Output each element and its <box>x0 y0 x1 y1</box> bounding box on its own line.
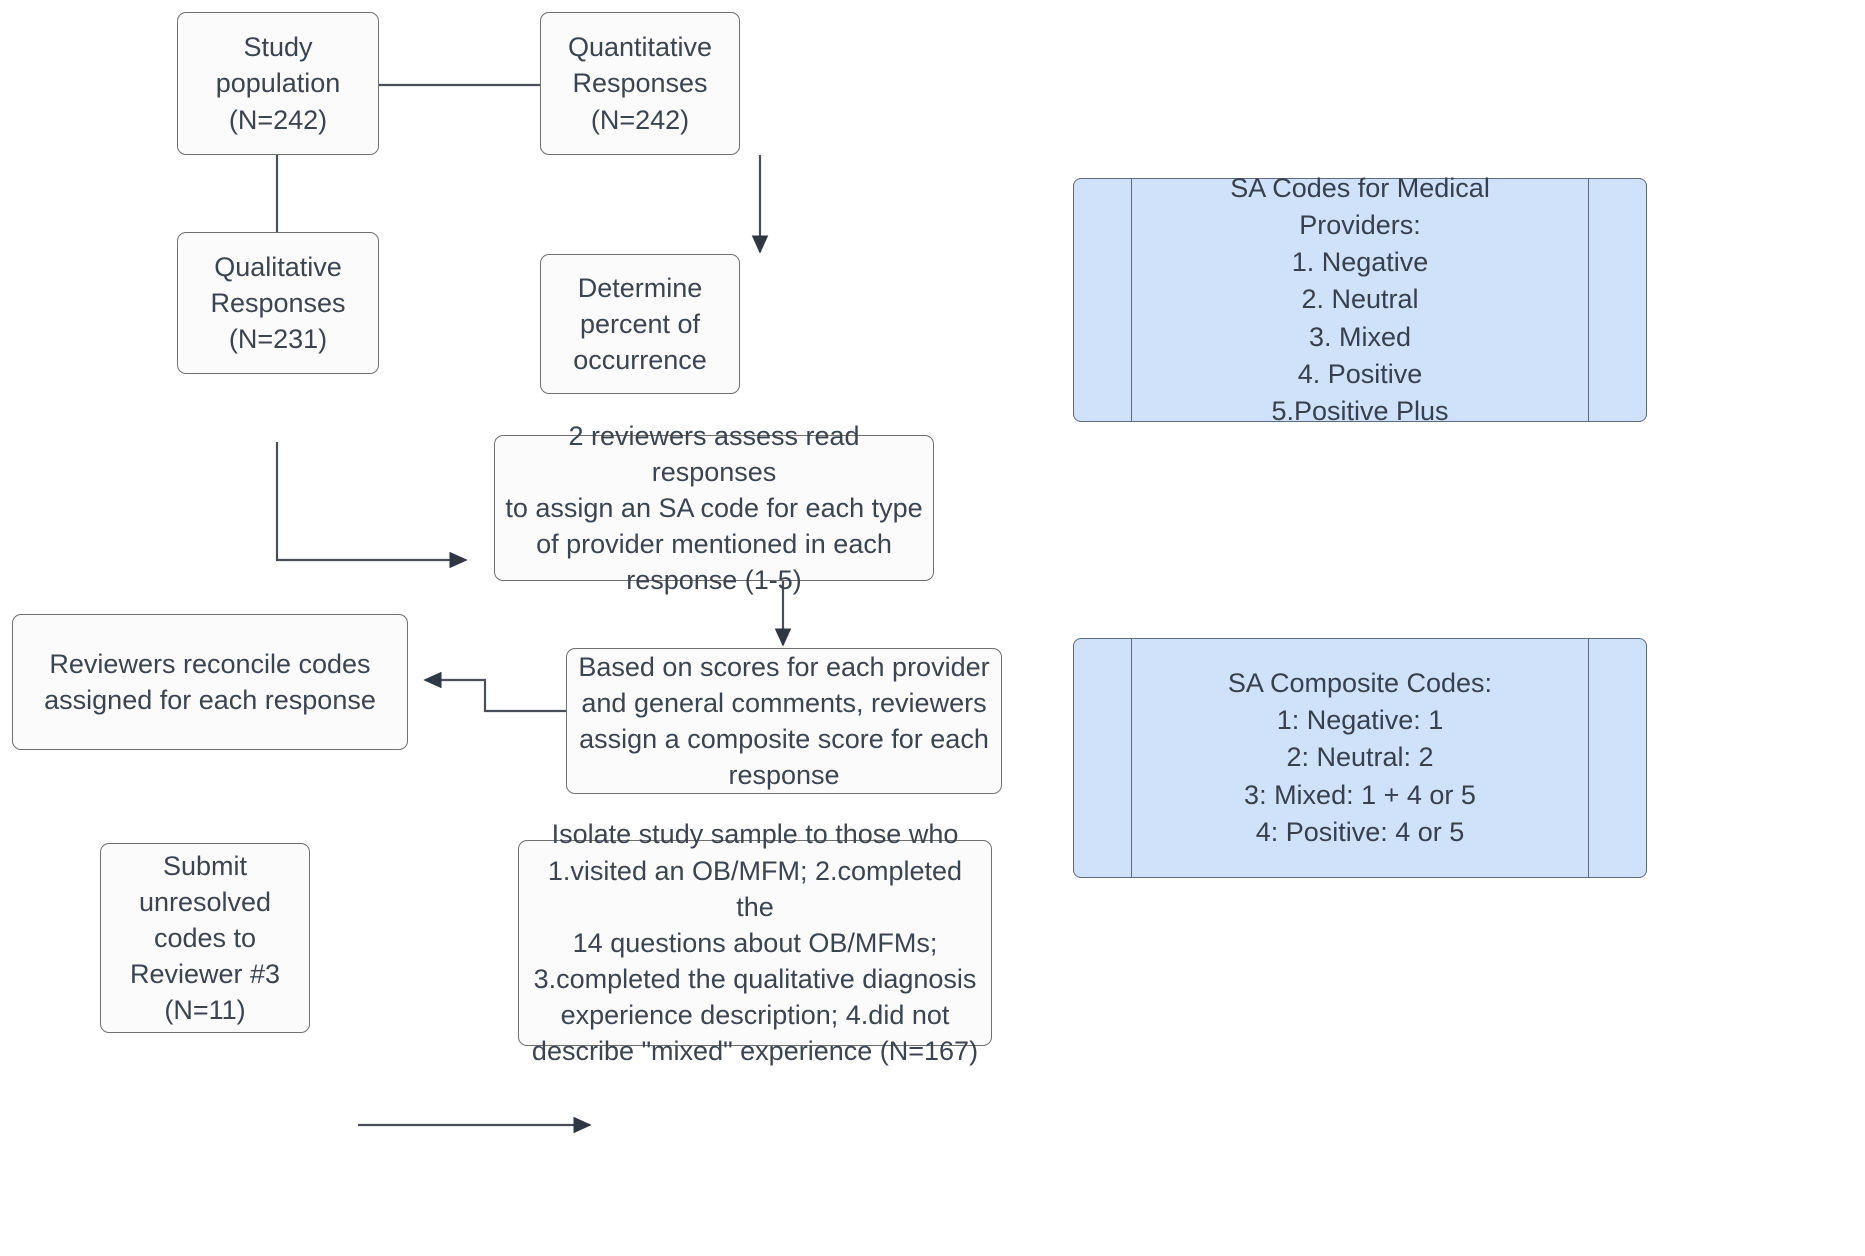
edge-based-on-scores-to-reconcile <box>423 671 566 713</box>
note-left-rail <box>1131 639 1132 877</box>
note-right-rail <box>1588 179 1589 421</box>
note-sa-codes-providers[interactable]: SA Codes for Medical Providers: 1. Negat… <box>1073 173 1647 426</box>
node-quantitative-responses[interactable]: Quantitative Responses (N=242) <box>540 12 740 155</box>
node-study-population[interactable]: Study population (N=242) <box>177 12 379 155</box>
node-determine-percent[interactable]: Determine percent of occurrence <box>540 254 740 394</box>
note-right-rail <box>1588 639 1589 877</box>
note-sa-composite-codes-text: SA Composite Codes: 1: Negative: 1 2: Ne… <box>1227 667 1493 847</box>
node-qualitative-responses[interactable]: Qualitative Responses (N=231) <box>177 232 379 374</box>
node-based-on-scores[interactable]: Based on scores for each provider and ge… <box>566 648 1002 794</box>
note-sa-composite-codes[interactable]: SA Composite Codes: 1: Negative: 1 2: Ne… <box>1073 638 1647 878</box>
node-reviewers-reconcile[interactable]: Reviewers reconcile codes assigned for e… <box>12 614 408 750</box>
node-isolate-sample[interactable]: Isolate study sample to those who 1.visi… <box>518 819 992 1066</box>
note-sa-codes-providers-text: SA Codes for Medical Providers: 1. Negat… <box>1230 172 1490 427</box>
node-two-reviewers-assess[interactable]: 2 reviewers assess read responses to ass… <box>494 421 934 595</box>
note-left-rail <box>1131 179 1132 421</box>
edge-qualitative-to-reviewers <box>275 442 468 569</box>
node-submit-unresolved[interactable]: Submit unresolved codes to Reviewer #3 (… <box>100 843 310 1033</box>
